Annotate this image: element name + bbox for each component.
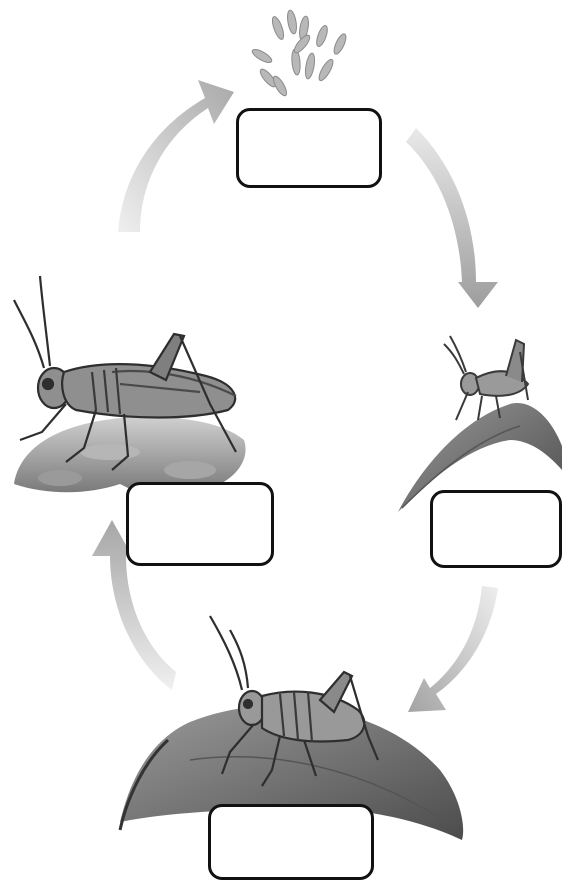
cycle-arrow-icon (408, 586, 498, 712)
young-nymph-stage-label-box[interactable] (430, 490, 562, 568)
cycle-arrow-icon (118, 80, 234, 232)
egg-cluster-icon (250, 9, 348, 97)
egg-stage-label-box[interactable] (236, 108, 382, 188)
rock-icon (14, 417, 246, 492)
cycle-arrow-icon (406, 128, 498, 308)
older-nymph-stage-label-box[interactable] (208, 804, 374, 880)
adult-stage-label-box[interactable] (126, 482, 274, 566)
